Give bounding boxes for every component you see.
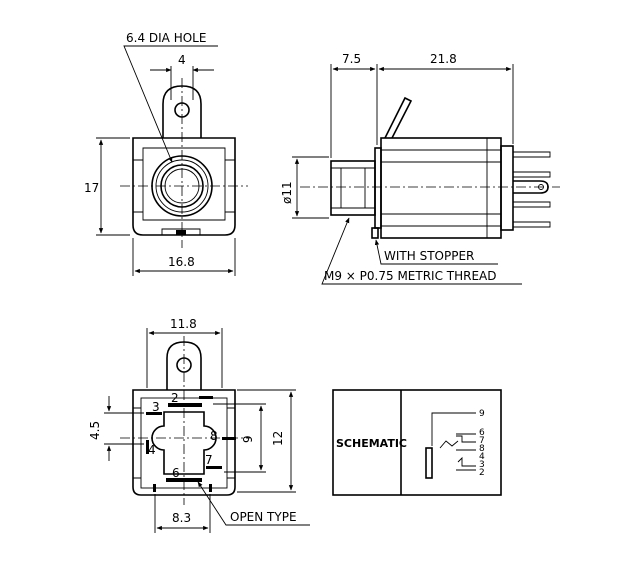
- schematic-label: SCHEMATIC: [336, 437, 407, 450]
- dim-bottom-width: 8.3: [154, 494, 211, 533]
- dim-side-left: 7.5: [330, 52, 378, 158]
- open-type-callout: OPEN TYPE: [197, 481, 310, 526]
- schematic-pin-7: 7: [479, 436, 485, 446]
- pin-label-3: 3: [152, 400, 160, 414]
- dim-bottom-width-text: 8.3: [172, 511, 191, 525]
- dim-front-height: 17: [84, 137, 130, 236]
- schematic-box: SCHEMATIC 9 6 7 8 4 3 2: [332, 389, 502, 496]
- pin-label-8: 8: [210, 429, 218, 443]
- open-type-callout-text: OPEN TYPE: [230, 510, 297, 524]
- dim-front-height-text: 17: [84, 181, 99, 195]
- schematic-pin-4: 4: [479, 452, 485, 462]
- dim-bottom-inner-height: 9: [213, 403, 266, 473]
- schematic-pin-2: 2: [479, 468, 485, 478]
- schematic-symbol: 9 6 7 8 4 3 2: [425, 409, 485, 479]
- side-view: 7.5 21.8 ø11 WITH STOPPER M9 × P0.75 MET…: [280, 52, 560, 285]
- dim-side-right-text: 21.8: [430, 52, 457, 66]
- hole-callout: 6.4 DIA HOLE: [123, 31, 218, 163]
- dim-front-width-text: 16.8: [168, 255, 195, 269]
- pin-label-7: 7: [205, 453, 213, 467]
- dim-bottom-left: 4.5: [88, 396, 144, 461]
- schematic-pin-3: 3: [479, 460, 485, 470]
- dim-side-left-text: 7.5: [342, 52, 361, 66]
- front-view-body: [120, 78, 248, 248]
- dim-bottom-top: 11.8: [146, 317, 223, 388]
- bottom-view: 2 3 4 6 7 8 11.8 4.5 9: [88, 317, 310, 533]
- stopper-callout: WITH STOPPER: [374, 239, 498, 265]
- dim-front-width: 16.8: [132, 238, 236, 276]
- dim-front-top-text: 4: [178, 53, 186, 67]
- thread-callout: M9 × P0.75 METRIC THREAD: [321, 217, 522, 285]
- pin-label-4: 4: [148, 443, 156, 457]
- dim-side-diameter-text: ø11: [280, 181, 294, 204]
- dim-bottom-outer-height-text: 12: [271, 431, 285, 446]
- dim-bottom-outer-height: 12: [237, 389, 296, 493]
- bottom-view-body: 2 3 4 6 7 8: [120, 336, 250, 505]
- schematic-pin-8: 8: [479, 444, 485, 454]
- thread-callout-text: M9 × P0.75 METRIC THREAD: [324, 269, 497, 283]
- dim-bottom-left-text: 4.5: [88, 421, 102, 440]
- hole-callout-text: 6.4 DIA HOLE: [126, 31, 206, 45]
- pin-label-6: 6: [172, 466, 180, 480]
- front-view: 6.4 DIA HOLE 4 17 16.8: [84, 31, 248, 276]
- dim-bottom-inner-height-text: 9: [241, 435, 255, 443]
- dim-front-top: 4: [150, 53, 214, 100]
- stopper-callout-text: WITH STOPPER: [384, 249, 474, 263]
- dim-bottom-top-text: 11.8: [170, 317, 197, 331]
- dim-side-right: 21.8: [378, 52, 514, 144]
- schematic-pin-9: 9: [479, 409, 485, 419]
- side-view-body: [300, 96, 560, 239]
- schematic-pin-6: 6: [479, 428, 485, 438]
- pin-label-2: 2: [171, 391, 179, 405]
- dim-side-diameter: ø11: [280, 156, 329, 219]
